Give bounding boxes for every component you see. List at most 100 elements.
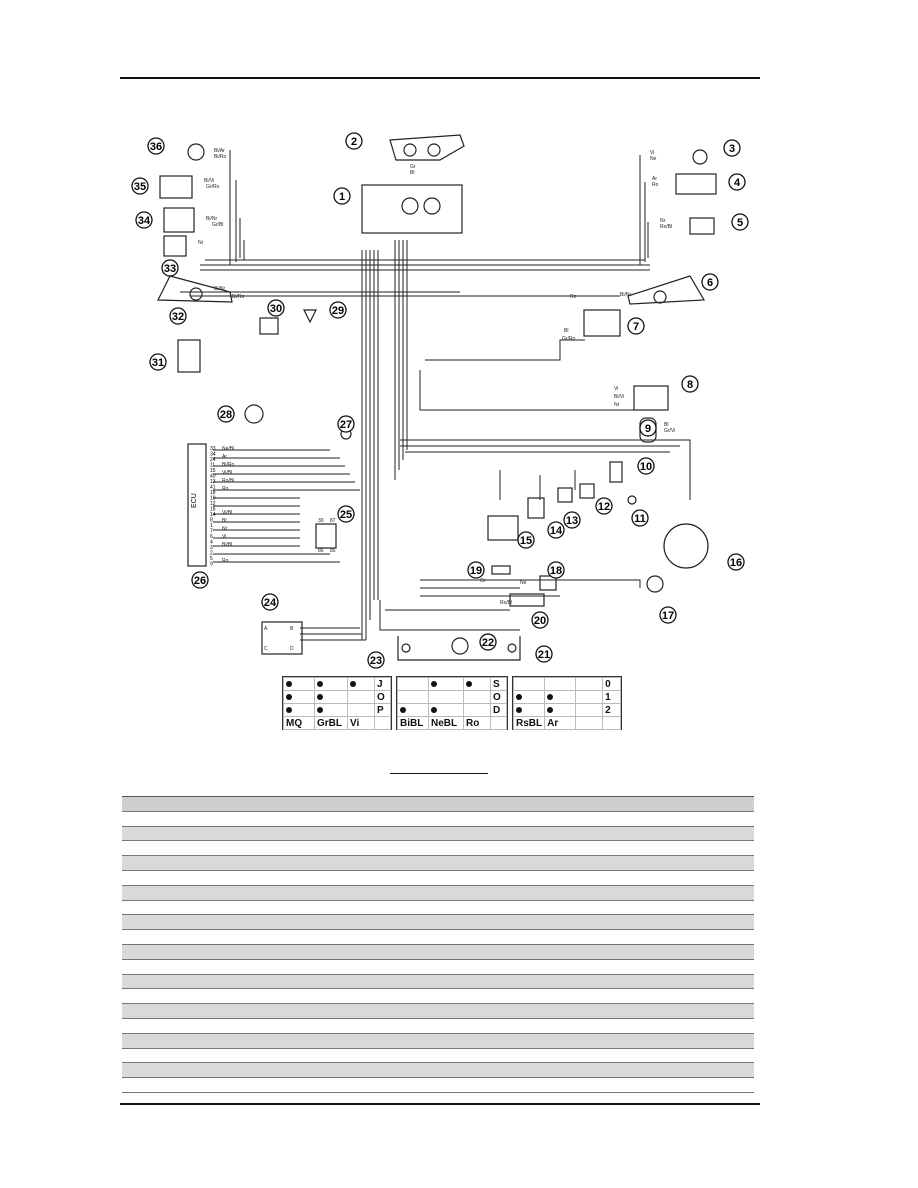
ecu-shape bbox=[187, 443, 207, 567]
position-label: O bbox=[490, 690, 507, 704]
component-31-shape bbox=[177, 339, 201, 373]
relay-shape bbox=[315, 523, 337, 549]
ecu-pin-number: 9 bbox=[210, 562, 213, 568]
position-label: 0 bbox=[602, 677, 621, 691]
fuse-shape bbox=[491, 565, 511, 575]
wire-color-label: Ro/Bl bbox=[500, 600, 512, 606]
callout-number: 18 bbox=[550, 565, 562, 577]
legend-row bbox=[122, 974, 754, 990]
callout-19: 19 bbox=[467, 561, 485, 579]
callout-number: 19 bbox=[470, 565, 482, 577]
position-label: P bbox=[374, 703, 391, 717]
wire-color-label: Nr bbox=[614, 402, 620, 408]
position-label: 1 bbox=[602, 690, 621, 704]
component-11-shape bbox=[627, 495, 637, 505]
position-label: 2 bbox=[602, 703, 621, 717]
ecu-pin-number: 8 bbox=[210, 518, 213, 524]
legend-row bbox=[122, 1004, 754, 1019]
wire-harness bbox=[180, 150, 691, 641]
callout-number: 8 bbox=[687, 379, 693, 391]
ecu-pin-number: 14 bbox=[210, 512, 216, 518]
wire-color-label: Gr bbox=[480, 578, 486, 584]
wire-color-label: Vi bbox=[650, 150, 654, 156]
ecu-pin-number: 3 bbox=[210, 545, 213, 551]
instrument-cluster-shape bbox=[361, 184, 463, 234]
callout-18: 18 bbox=[547, 561, 565, 579]
legend-row bbox=[122, 826, 754, 842]
wire-color-label: Gr/Bl bbox=[212, 222, 223, 228]
legend-row bbox=[122, 871, 754, 886]
wire-color-label: Bi/Nr bbox=[620, 292, 631, 298]
right-lamp-shape bbox=[627, 275, 706, 305]
legend-row bbox=[122, 930, 754, 945]
callout-number: 21 bbox=[538, 649, 550, 661]
callout-number: 27 bbox=[340, 419, 352, 431]
wire-color-label: Gr bbox=[410, 164, 416, 170]
legend-row bbox=[122, 841, 754, 857]
connector-pin-label: 85 bbox=[330, 548, 336, 554]
legend-row bbox=[122, 812, 754, 827]
ecu-pin-number: 41 bbox=[210, 485, 216, 491]
wire-color-label: Vi/Bl bbox=[222, 470, 232, 476]
callout-28: 28 bbox=[217, 405, 235, 423]
component-36-shape bbox=[187, 143, 205, 161]
wire-color-label: Vi bbox=[222, 534, 226, 540]
switch-4-shape bbox=[675, 173, 717, 195]
component-callouts: 1234567891011121314151617181920212223242… bbox=[131, 132, 749, 669]
callout-number: 24 bbox=[264, 597, 277, 609]
wire-color-label: Ro bbox=[222, 486, 229, 492]
callout-27: 27 bbox=[337, 415, 355, 433]
wire-color: Ar bbox=[544, 716, 577, 730]
component-shapes bbox=[157, 134, 717, 661]
callout-number: 11 bbox=[634, 513, 646, 525]
callout-8: 8 bbox=[681, 375, 699, 393]
callout-number: 35 bbox=[134, 181, 146, 193]
ecu-pin-number: 12 bbox=[210, 501, 216, 507]
wire-color: RsBL bbox=[512, 716, 546, 730]
component-33-shape bbox=[163, 235, 187, 257]
callout-14: 14 bbox=[547, 521, 565, 539]
callout-number: 9 bbox=[645, 423, 651, 435]
legend-row bbox=[122, 1033, 754, 1049]
callout-number: 28 bbox=[220, 409, 232, 421]
ecu-pin-number: 10 bbox=[210, 496, 216, 502]
component-29-shape bbox=[303, 309, 317, 324]
callout-31: 31 bbox=[149, 353, 167, 371]
left-lamp-shape bbox=[157, 275, 233, 303]
callout-11: 11 bbox=[631, 509, 649, 527]
callout-number: 4 bbox=[734, 177, 741, 189]
wire-color-label: Bi/Nr bbox=[206, 216, 217, 222]
callout-number: 3 bbox=[729, 143, 735, 155]
ecu-pin-number: 2 bbox=[210, 551, 213, 557]
connector-pin-label: C bbox=[264, 646, 268, 652]
callout-number: 32 bbox=[172, 311, 184, 323]
wire-color-label: Bl bbox=[410, 170, 414, 176]
callout-3: 3 bbox=[723, 139, 741, 157]
callout-4: 4 bbox=[728, 173, 746, 191]
switch-5-shape bbox=[689, 217, 715, 235]
callout-number: 13 bbox=[566, 515, 578, 527]
ecu-pin-number: 40 bbox=[210, 474, 216, 480]
ecu-pin-number: 4 bbox=[210, 540, 213, 546]
wire-color-label: Gr/Vi bbox=[664, 428, 675, 434]
wire-color: BiBL bbox=[397, 716, 429, 730]
legend-title-rule bbox=[390, 772, 488, 774]
wire-color-label: Ro/Bl bbox=[660, 224, 672, 230]
callout-number: 36 bbox=[150, 141, 162, 153]
headlamp-shape bbox=[389, 134, 465, 161]
callout-17: 17 bbox=[659, 606, 677, 624]
callout-number: 1 bbox=[339, 191, 345, 203]
alternator-shape bbox=[663, 523, 709, 569]
callout-34: 34 bbox=[135, 211, 153, 229]
legend-row bbox=[122, 901, 754, 916]
callout-9: 9 bbox=[639, 419, 657, 437]
component-30-shape bbox=[259, 317, 279, 335]
callout-number: 14 bbox=[550, 525, 563, 537]
wire-color-label: Nr bbox=[660, 218, 666, 224]
wire-color-label: Ro/Bl bbox=[222, 478, 234, 484]
ecu-pin-number: 18 bbox=[210, 490, 216, 496]
